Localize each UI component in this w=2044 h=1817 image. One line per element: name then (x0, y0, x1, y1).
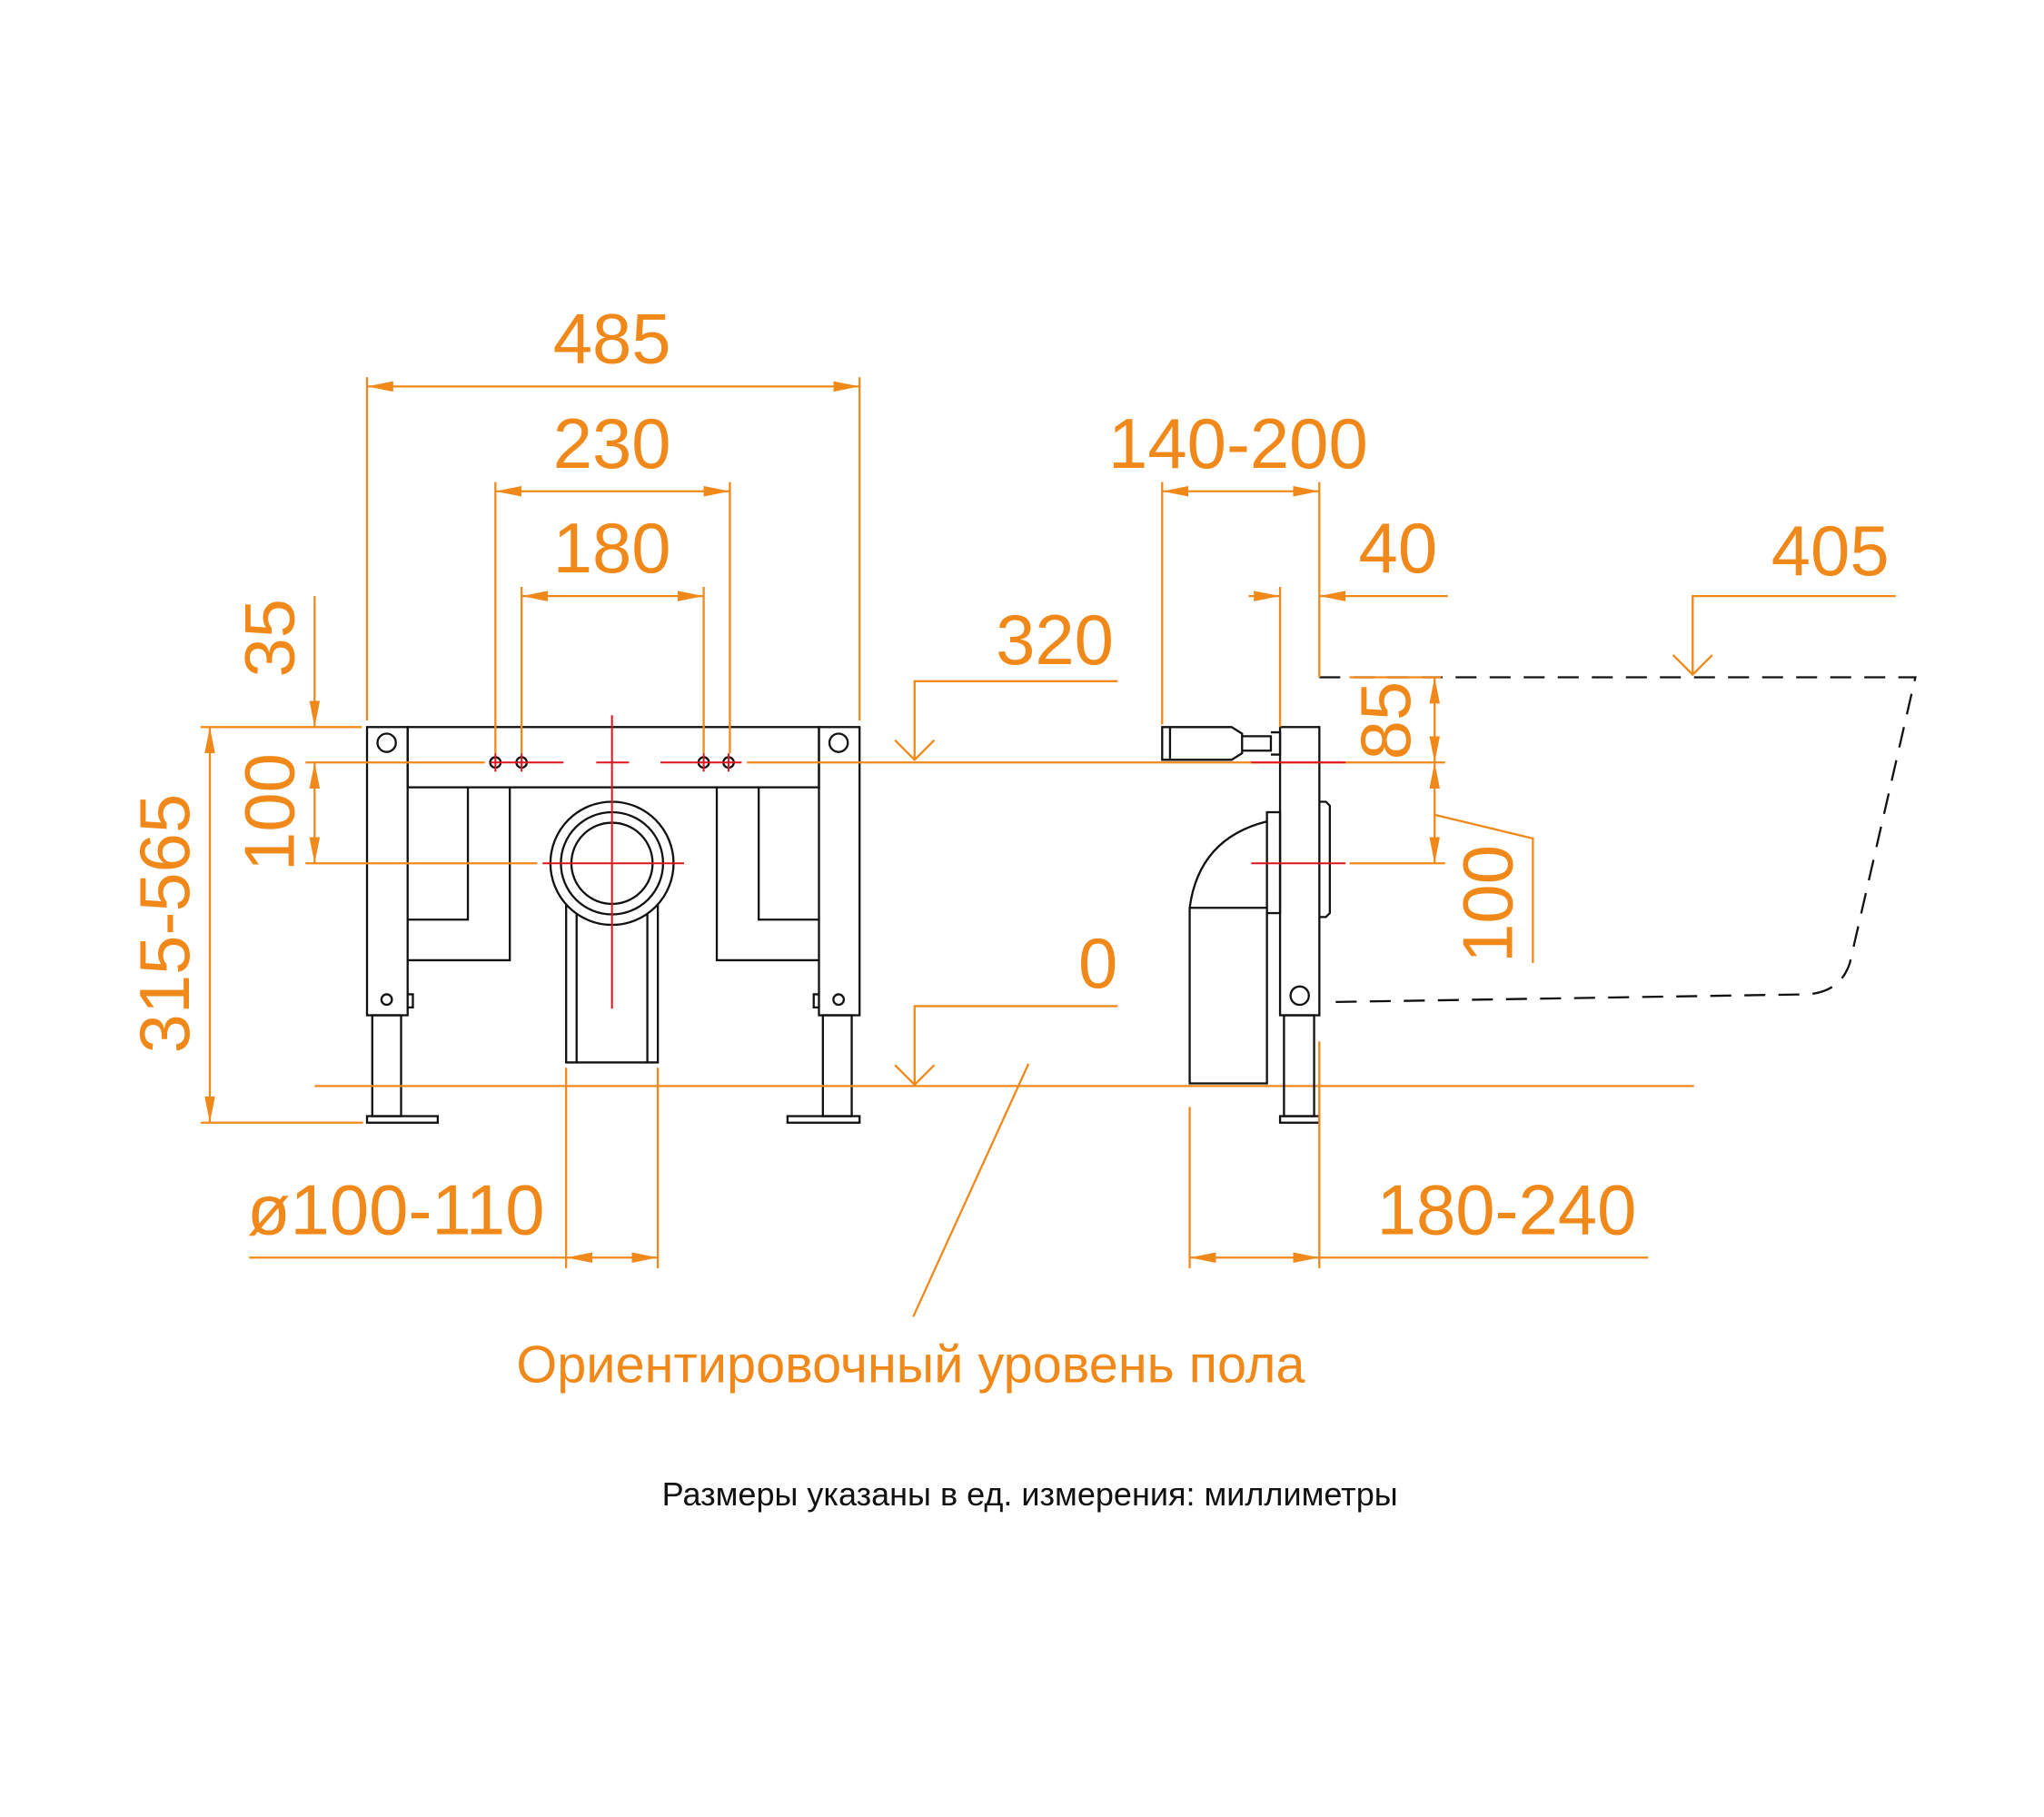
dim-180: 180 (553, 510, 671, 588)
dim-320: 320 (996, 601, 1114, 680)
front-view: 485 230 180 35 100 315-565 320 0 ø100-11… (126, 300, 1694, 1317)
bowl-outline-dashed (1319, 676, 1917, 1004)
side-view: 140-200 40 405 85 100 180-240 (1108, 405, 1917, 1268)
dim-405: 405 (1771, 512, 1890, 591)
side-frame (1161, 726, 1332, 1124)
side-dimension-lines (1161, 482, 1896, 1268)
dim-100-left: 100 (231, 753, 309, 871)
units-note: Размеры указаны в ед. измерения: миллиме… (662, 1475, 1398, 1513)
dim-0: 0 (1078, 925, 1117, 1003)
dim-85: 85 (1347, 681, 1425, 760)
dim-485: 485 (553, 300, 671, 378)
dim-pipe-diameter: ø100-110 (247, 1171, 545, 1249)
floor-level-label: Ориентировочный уровень пола (516, 1335, 1305, 1394)
front-frame (365, 726, 861, 1124)
dim-230: 230 (553, 405, 671, 483)
dim-40: 40 (1359, 510, 1438, 588)
dim-100-right: 100 (1449, 845, 1527, 963)
front-dimension-lines (200, 377, 1694, 1317)
side-centerlines (1251, 761, 1346, 865)
dim-140-200: 140-200 (1108, 405, 1368, 483)
dim-35: 35 (231, 599, 309, 678)
front-centerlines (490, 715, 742, 1009)
dim-315-565: 315-565 (126, 794, 204, 1054)
dim-180-240: 180-240 (1377, 1171, 1637, 1249)
